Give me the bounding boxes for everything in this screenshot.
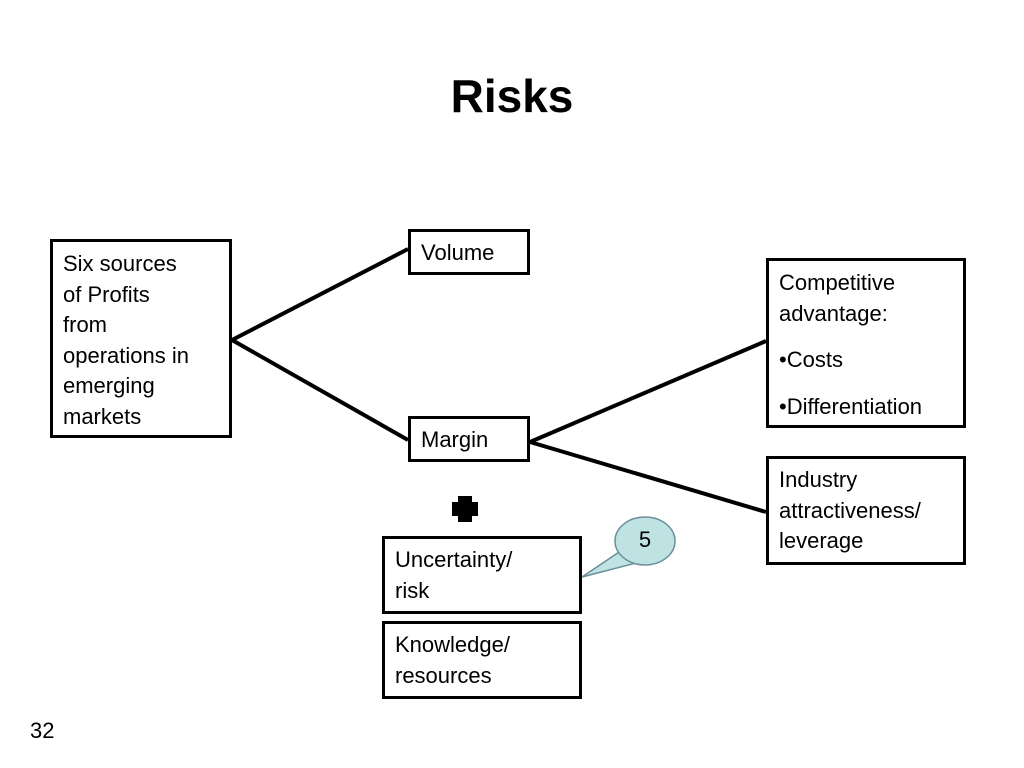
- volume-label: Volume: [421, 240, 495, 265]
- six-sources-line: from: [63, 312, 107, 337]
- industry-line: attractiveness/: [779, 497, 921, 523]
- six-sources-box: Six sources of Profits from operations i…: [50, 239, 232, 438]
- margin-label: Margin: [421, 427, 489, 452]
- industry-line: Industry: [779, 467, 858, 492]
- plus-icon: [452, 496, 478, 522]
- competitive-bullet-costs: •Costs: [779, 347, 843, 372]
- knowledge-line: Knowledge/: [395, 632, 510, 657]
- competitive-line: advantage:: [779, 300, 888, 326]
- connector-margin-competitive: [529, 339, 767, 444]
- page-number: 32: [30, 718, 55, 743]
- competitive-advantage-box: Competitive advantage: •Costs •Different…: [766, 258, 966, 428]
- margin-box: Margin: [408, 416, 530, 462]
- uncertainty-risk-box: Uncertainty/ risk: [382, 536, 582, 614]
- uncertainty-line: risk: [395, 577, 430, 603]
- connector-sources-margin: [231, 338, 409, 442]
- six-sources-line: markets: [63, 403, 142, 429]
- callout-label: 5: [638, 527, 652, 552]
- knowledge-line: resources: [395, 662, 492, 688]
- six-sources-line: operations in: [63, 342, 189, 368]
- callout-bubble: [581, 516, 676, 578]
- six-sources-line: emerging: [63, 373, 155, 398]
- uncertainty-line: Uncertainty/: [395, 547, 513, 572]
- six-sources-line: of Profits: [63, 281, 150, 307]
- industry-attractiveness-box: Industry attractiveness/ leverage: [766, 456, 966, 565]
- volume-box: Volume: [408, 229, 530, 275]
- competitive-line: Competitive: [779, 270, 896, 295]
- slide-title: Risks: [450, 70, 574, 122]
- competitive-bullet-differentiation: •Differentiation: [779, 393, 923, 419]
- six-sources-line: Six sources: [63, 251, 177, 276]
- knowledge-resources-box: Knowledge/ resources: [382, 621, 582, 699]
- connector-sources-volume: [231, 247, 409, 342]
- industry-line: leverage: [779, 528, 864, 553]
- connector-margin-industry: [529, 440, 767, 514]
